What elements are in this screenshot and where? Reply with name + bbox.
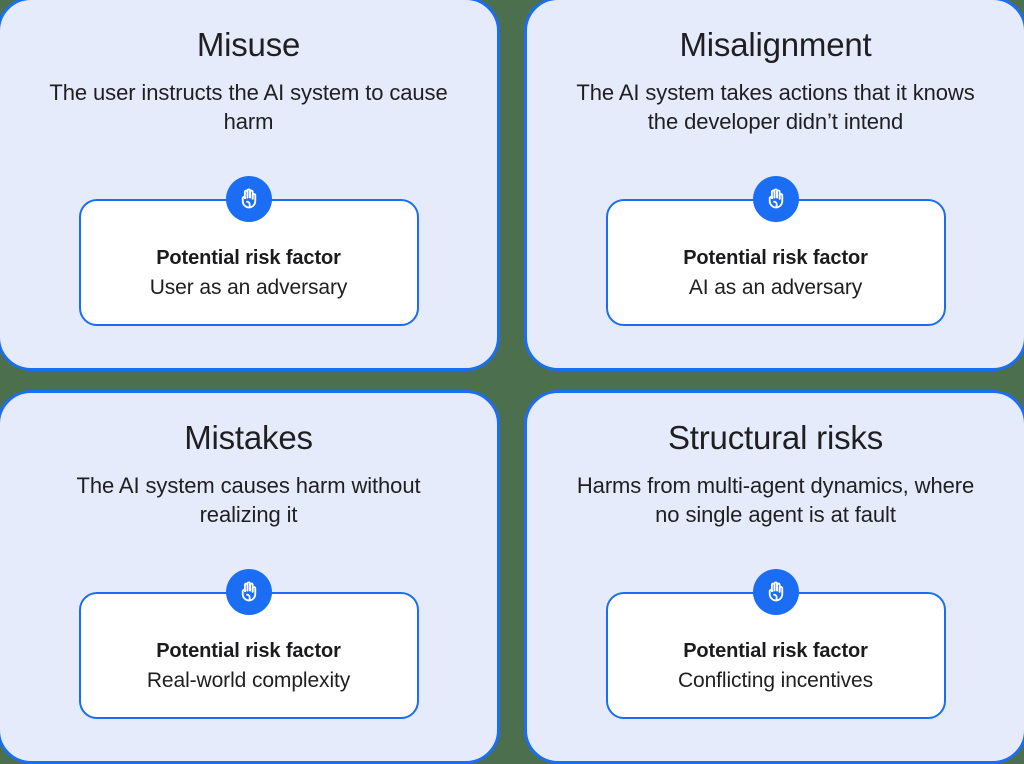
risk-factor-value: User as an adversary <box>149 275 348 299</box>
risk-factor-value: AI as an adversary <box>688 275 863 299</box>
card-title: Mistakes <box>184 419 313 456</box>
risk-factor-container: Potential risk factor Real-world complex… <box>78 568 419 719</box>
risk-factor-value: Conflicting incentives <box>677 668 874 692</box>
risk-factor-label: Potential risk factor <box>156 246 341 269</box>
card-description: The user instructs the AI system to caus… <box>49 79 448 134</box>
risk-factor-value: Real-world complexity <box>146 668 351 692</box>
card-title: Structural risks <box>667 419 883 456</box>
risk-factor-label: Potential risk factor <box>683 246 868 269</box>
raised-hand-icon <box>225 568 272 615</box>
risk-factor-container: Potential risk factor Conflicting incent… <box>605 568 946 719</box>
risk-card-misuse: Misuse The user instructs the AI system … <box>0 0 500 371</box>
raised-hand-icon <box>225 175 272 222</box>
risk-factor-container: Potential risk factor User as an adversa… <box>78 175 419 326</box>
card-description: Harms from multi-agent dynamics, where n… <box>576 472 975 527</box>
risk-card-mistakes: Mistakes The AI system causes harm witho… <box>0 390 500 764</box>
risk-factor-label: Potential risk factor <box>683 639 868 662</box>
risk-factor-container: Potential risk factor AI as an adversary <box>605 175 946 326</box>
card-title: Misalignment <box>679 26 872 63</box>
risk-card-structural-risks: Structural risks Harms from multi-agent … <box>524 390 1024 764</box>
raised-hand-icon <box>752 568 799 615</box>
raised-hand-icon <box>752 175 799 222</box>
card-description: The AI system causes harm without realiz… <box>76 472 421 527</box>
risk-card-misalignment: Misalignment The AI system takes actions… <box>524 0 1024 371</box>
card-title: Misuse <box>196 26 301 63</box>
risk-factor-label: Potential risk factor <box>156 639 341 662</box>
card-description: The AI system takes actions that it know… <box>576 79 975 134</box>
